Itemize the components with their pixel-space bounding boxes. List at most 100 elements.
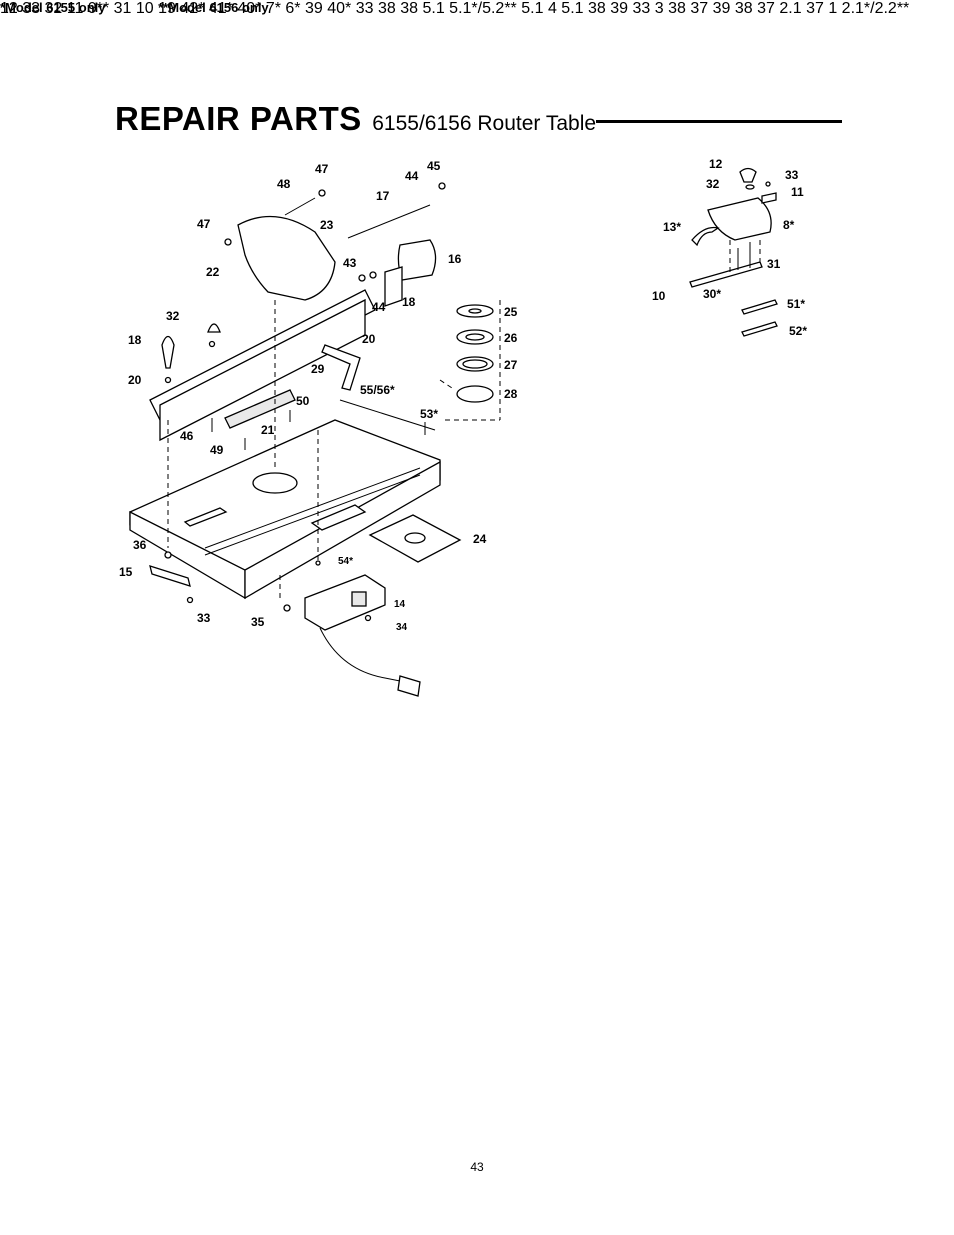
callout: 10 bbox=[652, 289, 666, 303]
callout: 38 bbox=[668, 0, 686, 17]
callout: 51* bbox=[787, 297, 805, 311]
callout: 40* bbox=[327, 0, 352, 17]
callout: 46 bbox=[180, 429, 194, 443]
callout: 15 bbox=[119, 565, 133, 579]
page-header: REPAIR PARTS 6155/6156 Router Table bbox=[115, 100, 596, 138]
title-rule bbox=[596, 120, 842, 123]
callout: 26 bbox=[504, 331, 518, 345]
callout: 27 bbox=[504, 358, 518, 372]
router-opening bbox=[252, 472, 298, 494]
feather-board-15 bbox=[149, 565, 191, 587]
bar-51 bbox=[741, 299, 778, 315]
callout: 11 bbox=[791, 185, 804, 199]
callout: 38 bbox=[734, 0, 753, 17]
bar-52 bbox=[741, 321, 778, 337]
callout: 34 bbox=[396, 622, 408, 633]
callout: 29 bbox=[311, 362, 325, 376]
router-motor bbox=[397, 239, 437, 281]
callout: 33 bbox=[22, 0, 41, 17]
callout: 5.1 bbox=[521, 0, 544, 17]
callout: 47 bbox=[197, 217, 211, 231]
callout: 4 bbox=[547, 0, 557, 17]
callout: 55/56* bbox=[360, 383, 395, 397]
callout: 52* bbox=[789, 324, 807, 338]
callout: 40* bbox=[237, 0, 262, 17]
callout: 37 bbox=[690, 0, 709, 17]
fence-6155-callouts: 12 33 32 11 13* 8* 31 10 30* 51* 52* bbox=[652, 157, 807, 338]
callout: 50 bbox=[296, 394, 310, 408]
callout: 48 bbox=[277, 177, 291, 191]
callout: 20 bbox=[128, 373, 142, 387]
callout: 1 bbox=[828, 0, 838, 17]
callout: 28 bbox=[504, 387, 518, 401]
switch-box bbox=[304, 574, 386, 631]
callout: 33 bbox=[785, 168, 799, 182]
handle bbox=[321, 344, 361, 391]
callout: 39 bbox=[610, 0, 629, 17]
callout: 6* bbox=[285, 0, 301, 17]
base-callouts: 5.1 5.1*/5.2** 5.1 4 5.1 38 39 33 3 38 3… bbox=[422, 0, 909, 17]
callout: 38 bbox=[400, 0, 419, 17]
callout: 43 bbox=[343, 256, 357, 270]
knob-18 bbox=[161, 335, 175, 369]
callout: 7* bbox=[265, 0, 281, 17]
callout: 38 bbox=[377, 0, 396, 17]
callout: 16 bbox=[448, 252, 462, 266]
callout: 38 bbox=[588, 0, 606, 17]
callout: 54* bbox=[338, 556, 353, 567]
page-subtitle: 6155/6156 Router Table bbox=[372, 112, 597, 135]
callout: 44 bbox=[405, 169, 419, 183]
callout: 10 bbox=[135, 0, 154, 17]
callout: 12 bbox=[0, 0, 18, 17]
callout: 17 bbox=[376, 189, 390, 203]
callout: 31 bbox=[113, 0, 132, 17]
fence-base-plate bbox=[224, 389, 296, 429]
page-title: REPAIR PARTS bbox=[115, 100, 362, 137]
callout: 5.1 bbox=[561, 0, 584, 17]
callout: 39 bbox=[712, 0, 731, 17]
callout: 45 bbox=[427, 159, 441, 173]
callout: 5.1*/5.2** bbox=[449, 0, 517, 17]
callout: 33 bbox=[355, 0, 374, 17]
miter-slot bbox=[183, 507, 228, 527]
callout: 33 bbox=[632, 0, 651, 17]
callout: 33 bbox=[197, 611, 211, 625]
callout: 32 bbox=[706, 177, 720, 191]
plug bbox=[397, 675, 421, 697]
callout: 53* bbox=[420, 407, 438, 421]
callout: 41* bbox=[208, 0, 233, 17]
insert-plate-28 bbox=[456, 385, 494, 403]
knob-12 bbox=[739, 167, 757, 183]
callout: 39 bbox=[304, 0, 323, 17]
callout: 32 bbox=[166, 309, 180, 323]
fence-face bbox=[159, 298, 366, 442]
table-side-edge bbox=[244, 460, 441, 600]
note-model-6155: *Model 6155 only bbox=[0, 0, 106, 15]
fence-6155-body bbox=[707, 197, 772, 241]
callout: 30* bbox=[703, 287, 721, 301]
callout: 42* bbox=[180, 0, 205, 17]
callout: 37 bbox=[806, 0, 824, 17]
callout: 18 bbox=[128, 333, 142, 347]
callout: 36 bbox=[133, 538, 147, 552]
callout: 44 bbox=[372, 300, 386, 314]
callout: 23 bbox=[320, 218, 334, 232]
callout: 13* bbox=[663, 220, 681, 234]
motor-bracket bbox=[384, 266, 403, 307]
insert-slot bbox=[310, 504, 367, 531]
pointer-13 bbox=[691, 226, 720, 247]
router-table-assembly bbox=[129, 182, 501, 697]
callout: 31 bbox=[767, 257, 781, 271]
callout: 49 bbox=[210, 443, 224, 457]
callout: 32 bbox=[44, 0, 63, 17]
callout: 11 bbox=[66, 0, 84, 17]
fence-6156-callouts: 12 33 32 11 9** 31 10 bbox=[0, 0, 158, 17]
note-model-6156: **Model 6156 only bbox=[158, 0, 269, 15]
callout: 19 bbox=[158, 0, 176, 17]
power-cord bbox=[319, 627, 406, 683]
callout: 18 bbox=[402, 295, 416, 309]
callout: 2.1*/2.2** bbox=[841, 0, 910, 17]
callout: 12 bbox=[709, 157, 723, 171]
callout: 9** bbox=[87, 0, 110, 17]
